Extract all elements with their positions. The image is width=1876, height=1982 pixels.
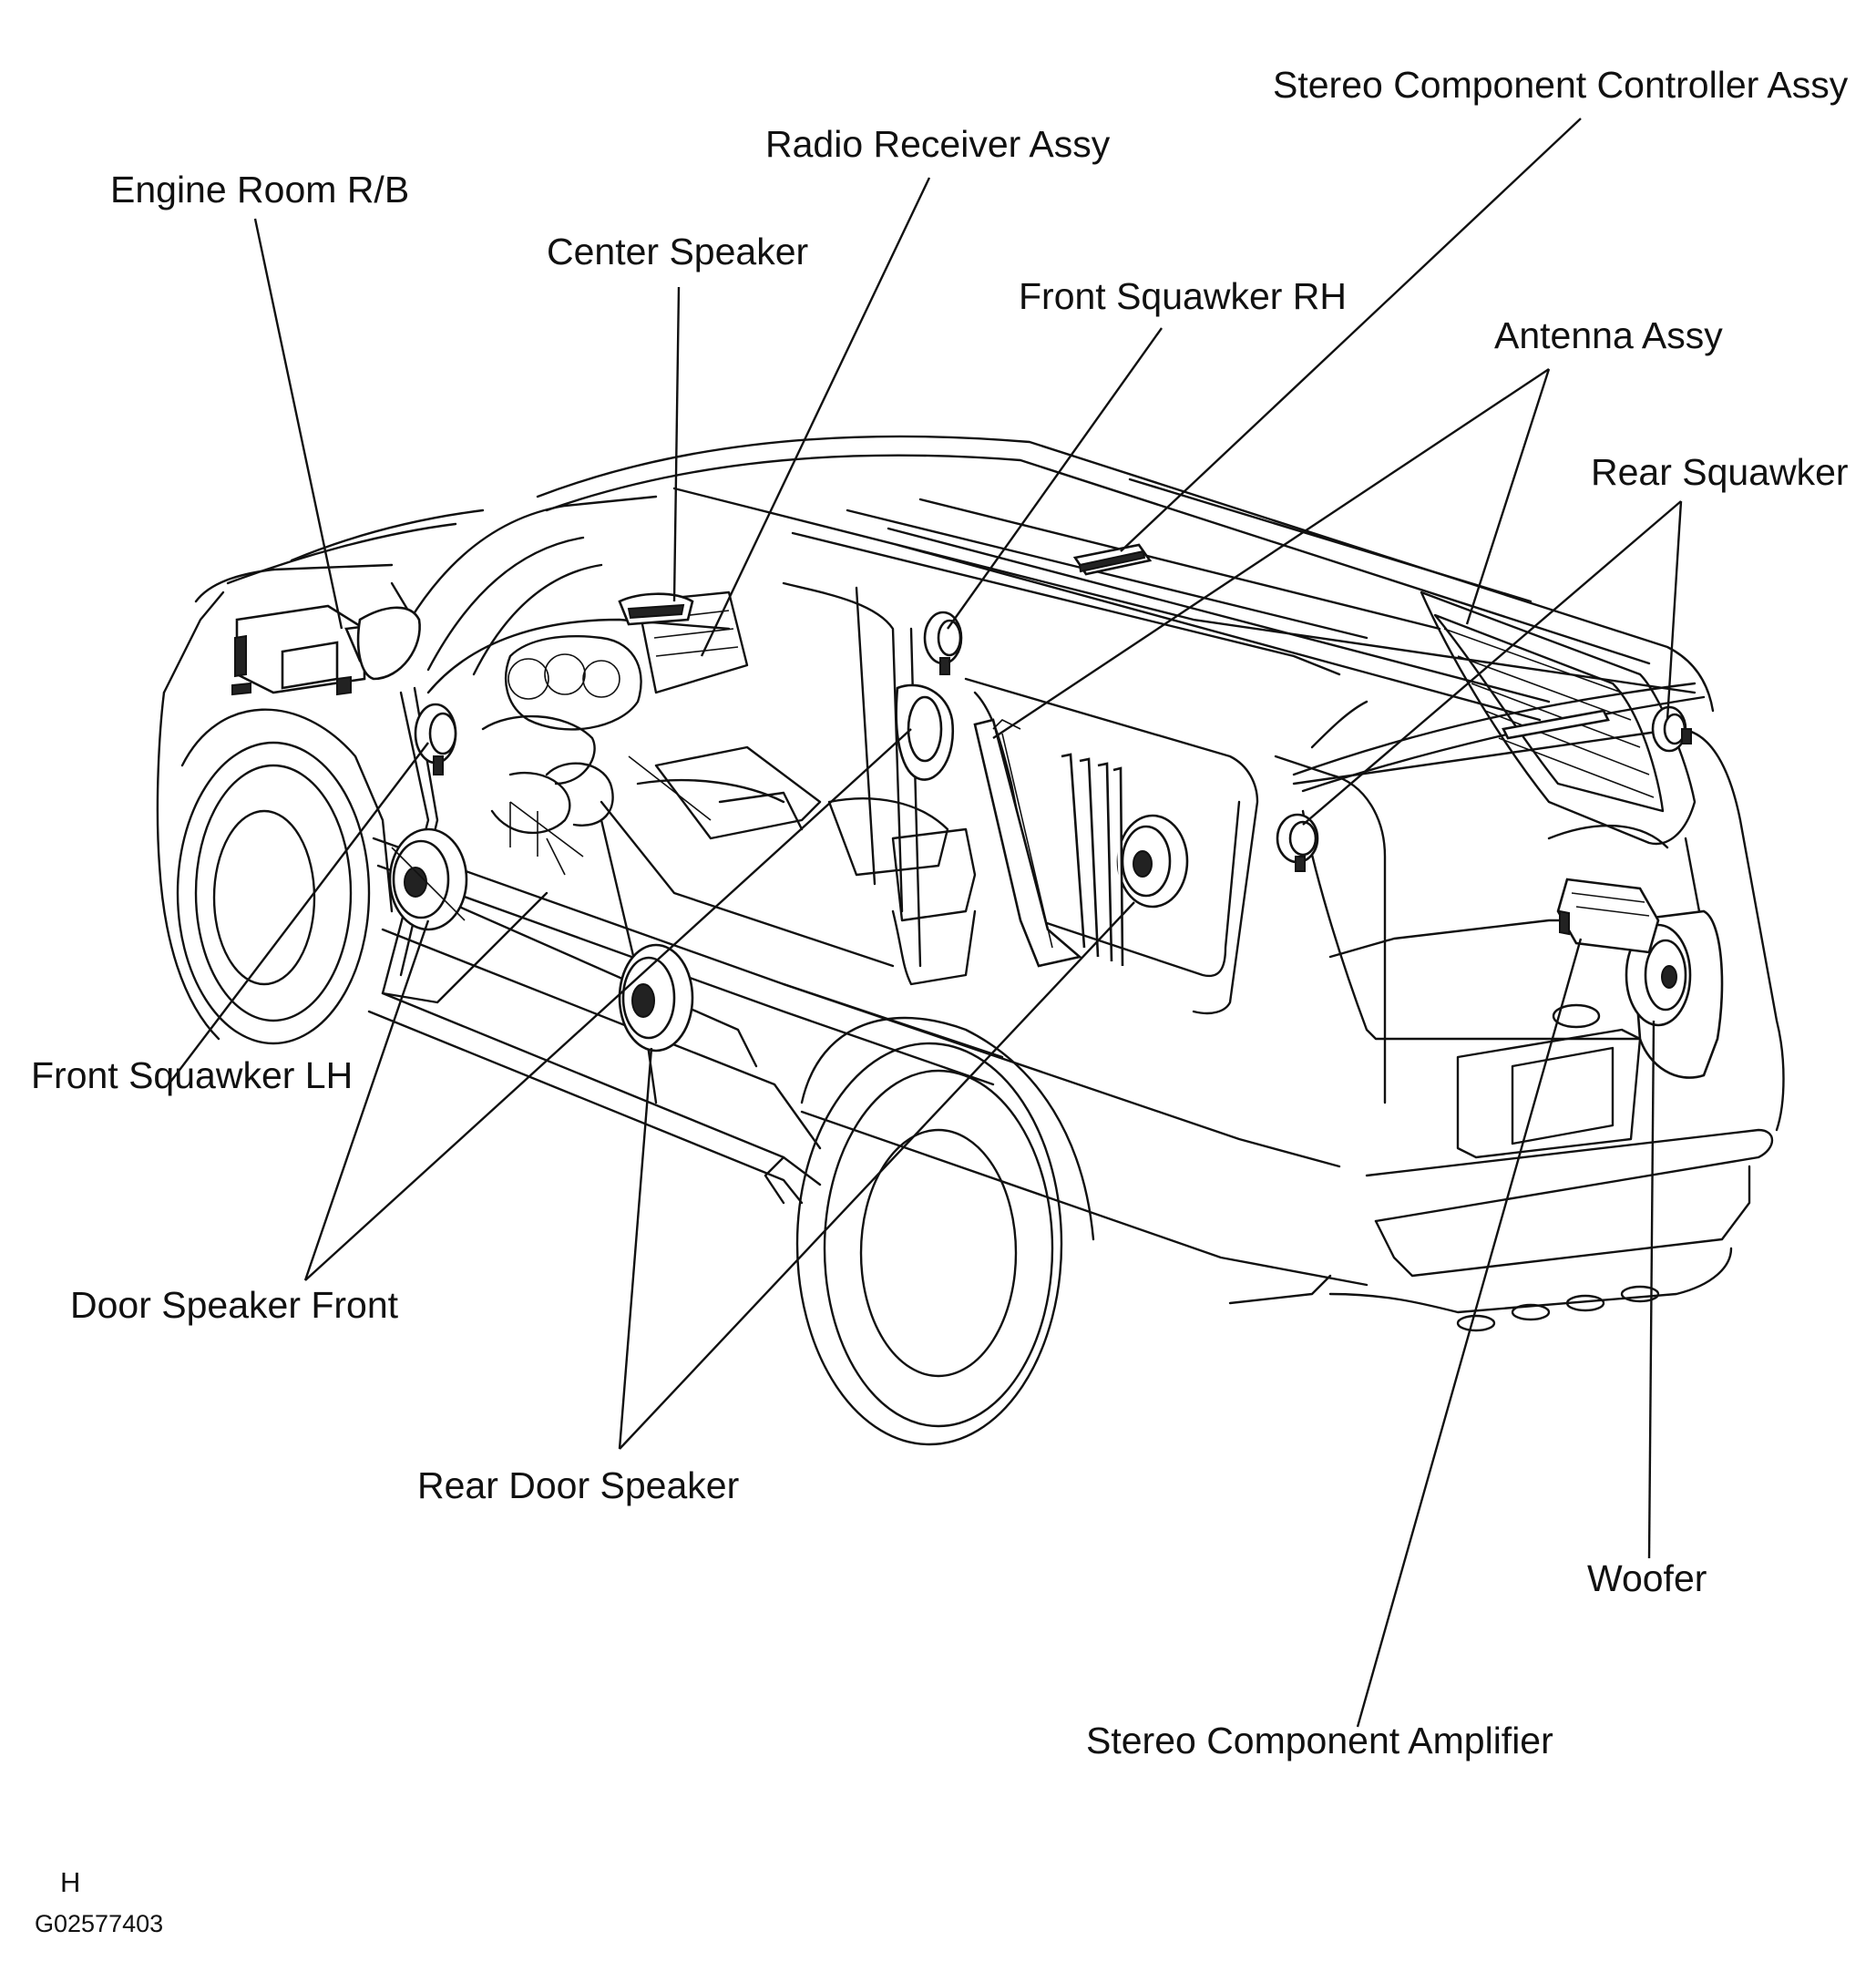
label-door-speaker-front: Door Speaker Front bbox=[70, 1284, 399, 1326]
label-engine-room-rb: Engine Room R/B bbox=[110, 169, 410, 211]
label-front-squawker-rh: Front Squawker RH bbox=[1019, 275, 1348, 317]
label-stereo-component-amplifier: Stereo Component Amplifier bbox=[1086, 1720, 1553, 1761]
label-antenna-assy: Antenna Assy bbox=[1494, 314, 1723, 356]
stereo-component-amplifier-component bbox=[1556, 878, 1660, 954]
engine-room-rb-component bbox=[231, 604, 421, 696]
rear-door-speaker-component bbox=[618, 814, 1189, 1053]
stereo-component-controller-component bbox=[1072, 543, 1153, 576]
label-woofer: Woofer bbox=[1587, 1557, 1707, 1599]
corner-mark: H bbox=[60, 1866, 81, 1898]
label-front-squawker-lh: Front Squawker LH bbox=[31, 1054, 354, 1096]
leader-lines bbox=[168, 118, 1683, 1728]
antenna-assy-component bbox=[973, 628, 1655, 968]
front-squawker-lh-component bbox=[414, 703, 457, 775]
label-stereo-component-controller-assy: Stereo Component Controller Assy bbox=[1273, 64, 1849, 106]
label-radio-receiver-assy: Radio Receiver Assy bbox=[765, 123, 1111, 165]
door-speaker-front-component bbox=[388, 827, 468, 931]
figure-code: G02577403 bbox=[35, 1910, 164, 1937]
label-center-speaker: Center Speaker bbox=[547, 231, 809, 272]
front-squawker-rh-component bbox=[895, 611, 963, 781]
label-rear-squawker: Rear Squawker bbox=[1591, 451, 1849, 493]
center-speaker-component bbox=[618, 592, 694, 626]
vehicle-body bbox=[156, 435, 1785, 1446]
label-rear-door-speaker: Rear Door Speaker bbox=[417, 1464, 740, 1506]
rear-squawker-component bbox=[1276, 705, 1692, 872]
